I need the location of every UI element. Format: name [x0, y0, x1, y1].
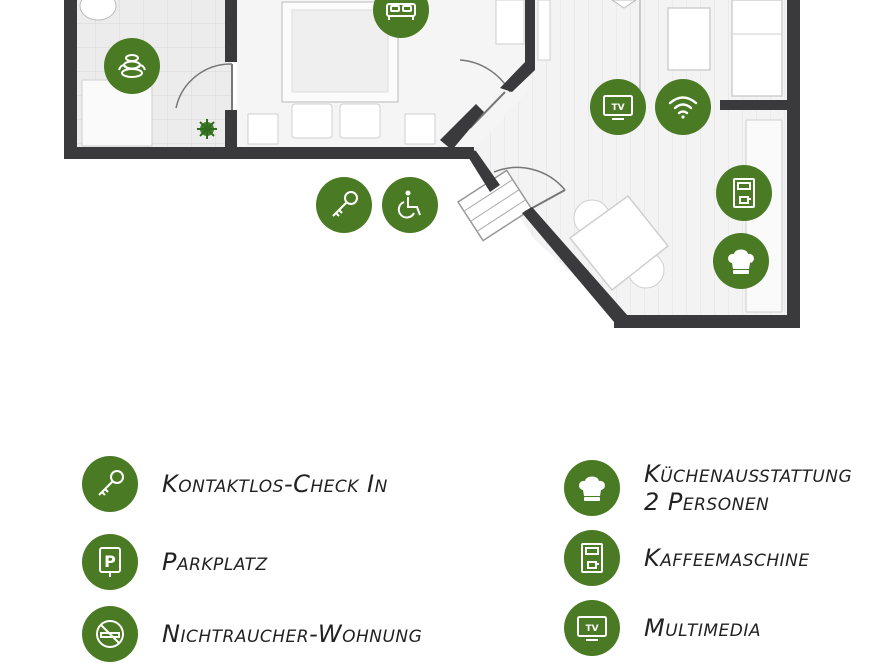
pillow — [291, 103, 333, 139]
legend-item-parking: P Parkplatz — [82, 534, 268, 590]
tv-icon: TV — [564, 600, 620, 656]
legend-item-contactless-checkin: Kontaktlos-Check In — [82, 456, 388, 512]
sofa — [731, 0, 783, 97]
legend-label: Parkplatz — [162, 548, 268, 576]
entrance-door-swing — [493, 166, 566, 191]
parking-icon: P — [82, 534, 138, 590]
wardrobe — [495, 0, 525, 45]
dining-table — [568, 194, 670, 292]
legend-item-kitchen: Küchenausstattung 2 Personen — [564, 460, 852, 516]
chef-hat-icon — [713, 233, 769, 289]
legend-label: Kaffeemaschine — [644, 544, 810, 572]
pillow — [339, 103, 381, 139]
legend-item-coffee-machine: Kaffeemaschine — [564, 530, 810, 586]
legend-label: Nichtraucher-Wohnung — [162, 620, 423, 648]
wheelchair-icon — [382, 177, 438, 233]
walls — [64, 0, 800, 328]
svg-text:TV: TV — [611, 103, 624, 113]
coffee-machine-icon — [716, 165, 772, 221]
lamp — [611, 0, 637, 9]
sink — [79, 0, 117, 21]
legend-label: Multimedia — [644, 614, 762, 642]
spa-icon — [104, 38, 160, 94]
coffee-table — [667, 7, 711, 71]
chef-hat-icon — [564, 460, 620, 516]
wifi-icon — [655, 79, 711, 135]
bathroom-door-swing — [175, 63, 233, 109]
legend-item-multimedia: TV Multimedia — [564, 600, 761, 656]
plant — [197, 119, 217, 139]
no-smoking-icon — [82, 606, 138, 662]
key-icon — [82, 456, 138, 512]
nightstand — [404, 113, 436, 145]
legend-item-non-smoking: Nichtraucher-Wohnung — [82, 606, 422, 662]
tv-icon: TV — [590, 79, 646, 135]
nightstand — [247, 113, 279, 145]
legend-label: Küchenausstattung 2 Personen — [644, 460, 853, 516]
svg-text:TV: TV — [585, 624, 598, 634]
key-icon — [316, 177, 372, 233]
entrance-steps — [456, 169, 533, 242]
svg-text:P: P — [104, 552, 116, 571]
coffee-machine-icon — [564, 530, 620, 586]
legend-label: Kontaktlos-Check In — [162, 470, 388, 498]
